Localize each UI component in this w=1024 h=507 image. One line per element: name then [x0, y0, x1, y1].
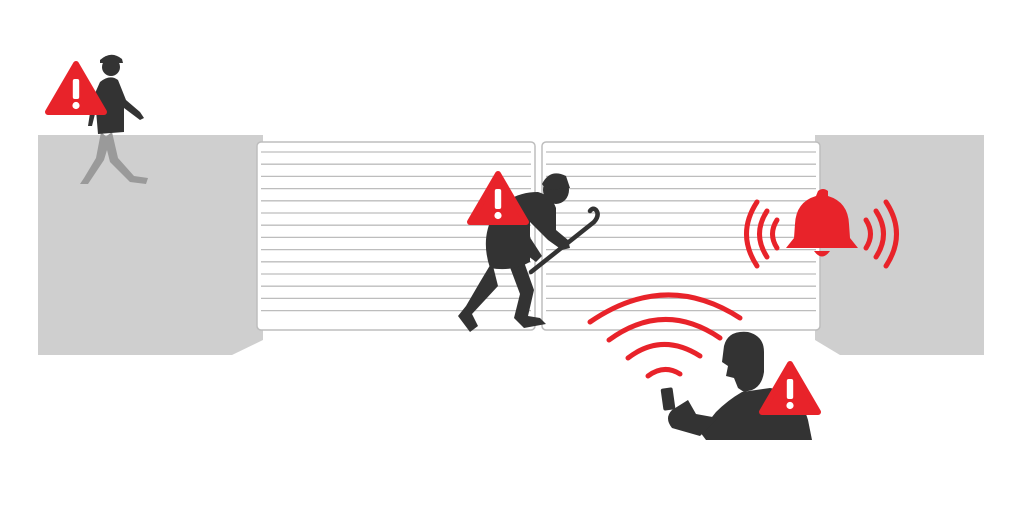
bell-sound-waves [744, 199, 899, 269]
left-wall [38, 135, 263, 355]
gate-right-panel [541, 141, 821, 331]
wireless-signal-icon [587, 292, 743, 379]
mobile-phone-icon [660, 387, 676, 411]
man-warning-icon [762, 364, 818, 412]
crowbar [528, 206, 600, 275]
alarm-bell-icon [744, 189, 899, 269]
walking-guard-figure [80, 54, 148, 184]
gate-left-panel [256, 141, 536, 331]
right-wall [815, 135, 984, 355]
guard-warning-icon [48, 64, 104, 112]
